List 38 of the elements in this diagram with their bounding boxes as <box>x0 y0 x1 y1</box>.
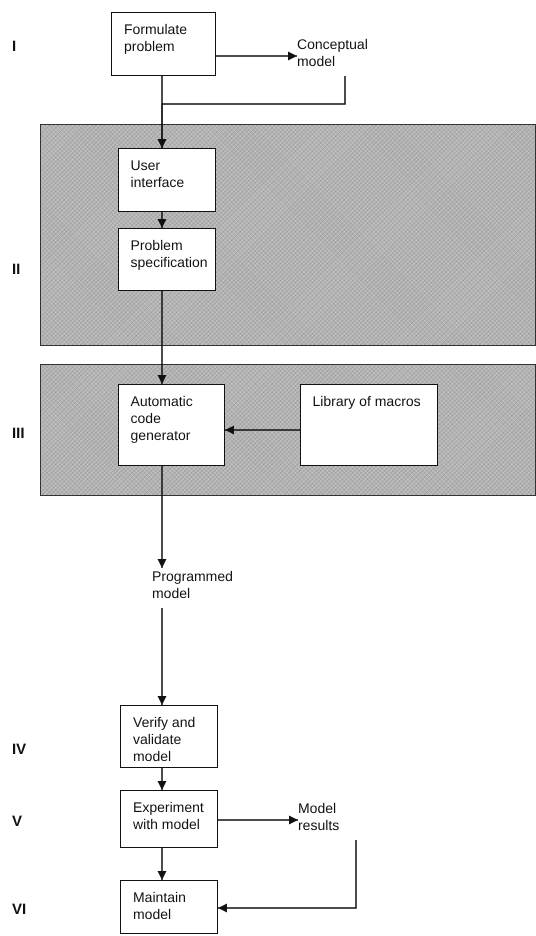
stage-number: III <box>12 425 25 442</box>
process-box <box>118 148 216 212</box>
arrow <box>158 608 166 705</box>
arrow <box>158 212 166 228</box>
box-label: User interface <box>130 156 186 190</box>
arrow <box>158 848 166 880</box>
stage-number: V <box>12 813 22 830</box>
output-label: Conceptual model <box>297 36 369 70</box>
process-box <box>111 12 216 76</box>
shaded-panel <box>40 364 536 496</box>
arrow <box>218 816 298 824</box>
stage-number: IV <box>12 741 26 758</box>
box-label: Formulate problem <box>124 21 188 55</box>
stage-number: II <box>12 261 20 278</box>
box-label: Automatic code generator <box>130 392 194 444</box>
stage-number: VI <box>12 901 26 918</box>
arrow <box>158 466 166 568</box>
process-box <box>120 880 218 934</box>
process-box <box>120 705 218 768</box>
box-label: Maintain model <box>133 889 187 923</box>
box-label: Problem specification <box>130 236 209 270</box>
process-box <box>118 384 224 466</box>
process-box <box>300 384 438 466</box>
arrow <box>158 76 346 148</box>
box-label: Experiment with model <box>133 799 205 833</box>
output-label: Programmed model <box>152 568 234 602</box>
stage-number: I <box>12 38 16 55</box>
arrow <box>216 52 297 60</box>
box-label: Library of macros <box>312 392 422 410</box>
box-label: Verify and validate model <box>133 714 196 765</box>
arrow <box>225 426 300 434</box>
process-box <box>120 790 218 848</box>
output-label: Model results <box>298 800 340 834</box>
arrow <box>218 840 357 912</box>
arrow <box>158 768 166 790</box>
shaded-panel <box>40 124 536 346</box>
arrow <box>158 291 166 384</box>
process-box <box>118 228 216 290</box>
